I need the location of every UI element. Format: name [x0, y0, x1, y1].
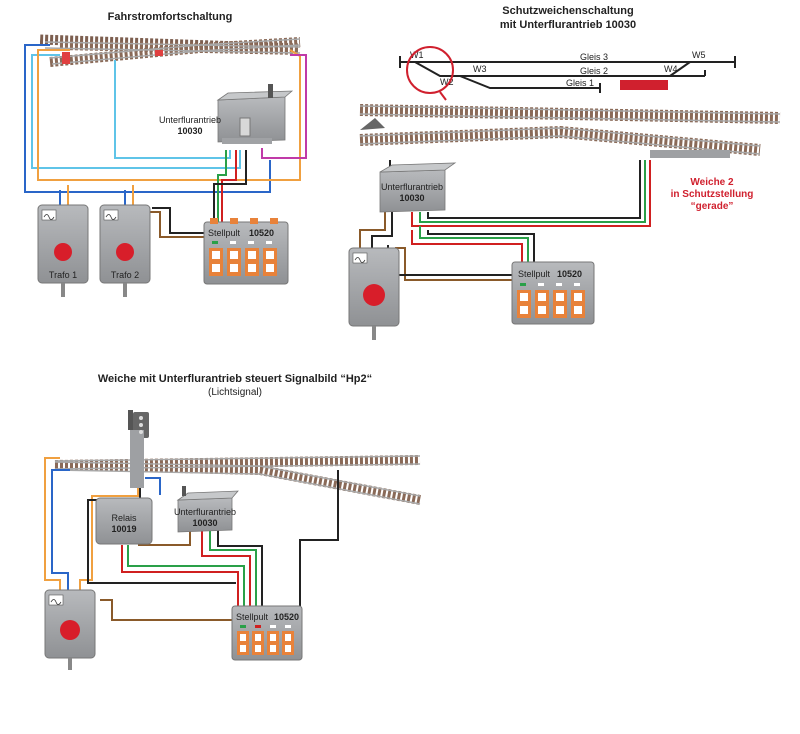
motor1-number: 10030: [177, 126, 202, 136]
stellpult-3: Stellpult 10520: [231, 605, 303, 661]
relay-10019: Relais 10019: [95, 497, 153, 545]
knob-trafo4[interactable]: [60, 620, 80, 640]
motor3-name: Unterflurantrieb: [174, 507, 236, 517]
track-schematic: W1 W2 W3 W4 W5 Gleis 3 Gleis 2 Gleis 1: [399, 46, 736, 101]
switch-w5: W5: [692, 50, 706, 60]
track-switch-2: [359, 104, 781, 158]
wires-diagram3: [44, 457, 339, 621]
diagram-fahrstromfortschaltung: Fahrstromfortschaltung: [24, 11, 307, 297]
panel3-name: Stellpult: [236, 612, 269, 622]
panel1-number: 10520: [249, 228, 274, 238]
panel2-name: Stellpult: [518, 269, 551, 279]
motor3-number: 10030: [192, 518, 217, 528]
motor2-name: Unterflurantrieb: [381, 182, 443, 192]
track-gleis1: Gleis 1: [566, 78, 594, 88]
stellpult-1: Stellpult 10520: [203, 218, 289, 285]
wires-diagram1: [24, 44, 307, 238]
relay-number: 10019: [111, 524, 136, 534]
note-line1: Weiche 2: [690, 177, 734, 188]
track-switch-3: [54, 455, 421, 505]
panel1-buttons[interactable]: [209, 248, 277, 276]
trafo-3: [348, 247, 400, 340]
track-gleis3: Gleis 3: [580, 52, 608, 62]
trafo-2: Trafo 2: [99, 204, 151, 297]
motor-unterflurantrieb-1: Unterflurantrieb 10030: [159, 84, 294, 144]
wagon-icon: [620, 80, 668, 90]
trafo2-label: Trafo 2: [111, 270, 139, 280]
track-switch-1: [39, 34, 301, 67]
diagram3-title-line2: (Lichtsignal): [208, 387, 262, 398]
diagram2-title-line1: Schutzweichenschaltung: [502, 5, 633, 17]
panel3-buttons[interactable]: [237, 631, 294, 655]
track-gleis2: Gleis 2: [580, 66, 608, 76]
panel1-name: Stellpult: [208, 228, 241, 238]
motor1-name: Unterflurantrieb: [159, 115, 221, 125]
relay-name: Relais: [111, 513, 137, 523]
motor-unterflurantrieb-3: Unterflurantrieb 10030: [174, 486, 239, 533]
diagram-signalbild-hp2: Weiche mit Unterflurantrieb steuert Sign…: [44, 373, 421, 670]
wires-diagram2: [359, 160, 651, 281]
knob-trafo1[interactable]: [54, 243, 72, 261]
diagram-schutzweichenschaltung: Schutzweichenschaltung mit Unterflurantr…: [348, 5, 781, 340]
diagram2-title-line2: mit Unterflurantrieb 10030: [500, 19, 636, 31]
switch-w3: W3: [473, 64, 487, 74]
panel2-buttons[interactable]: [517, 290, 585, 318]
motor2-number: 10030: [399, 193, 424, 203]
note-line2: in Schutzstellung: [671, 189, 754, 200]
light-signal: [128, 410, 149, 488]
switch-w4: W4: [664, 64, 678, 74]
highlight-circle: [406, 46, 454, 94]
panel3-number: 10520: [274, 612, 299, 622]
trafo-4: [44, 589, 96, 670]
panel2-number: 10520: [557, 269, 582, 279]
switch-w2: W2: [440, 77, 454, 87]
stellpult-2: Stellpult 10520: [511, 261, 595, 325]
switch-w1: W1: [410, 50, 424, 60]
note-line3: “gerade”: [691, 201, 734, 212]
trafo-1: Trafo 1: [37, 204, 89, 297]
diagram1-title: Fahrstromfortschaltung: [108, 11, 233, 23]
trafo1-label: Trafo 1: [49, 270, 77, 280]
diagram3-title-line1: Weiche mit Unterflurantrieb steuert Sign…: [98, 373, 372, 385]
knob-trafo2[interactable]: [116, 243, 134, 261]
knob-trafo3[interactable]: [363, 284, 385, 306]
motor-unterflurantrieb-2: Unterflurantrieb 10030: [379, 162, 457, 213]
